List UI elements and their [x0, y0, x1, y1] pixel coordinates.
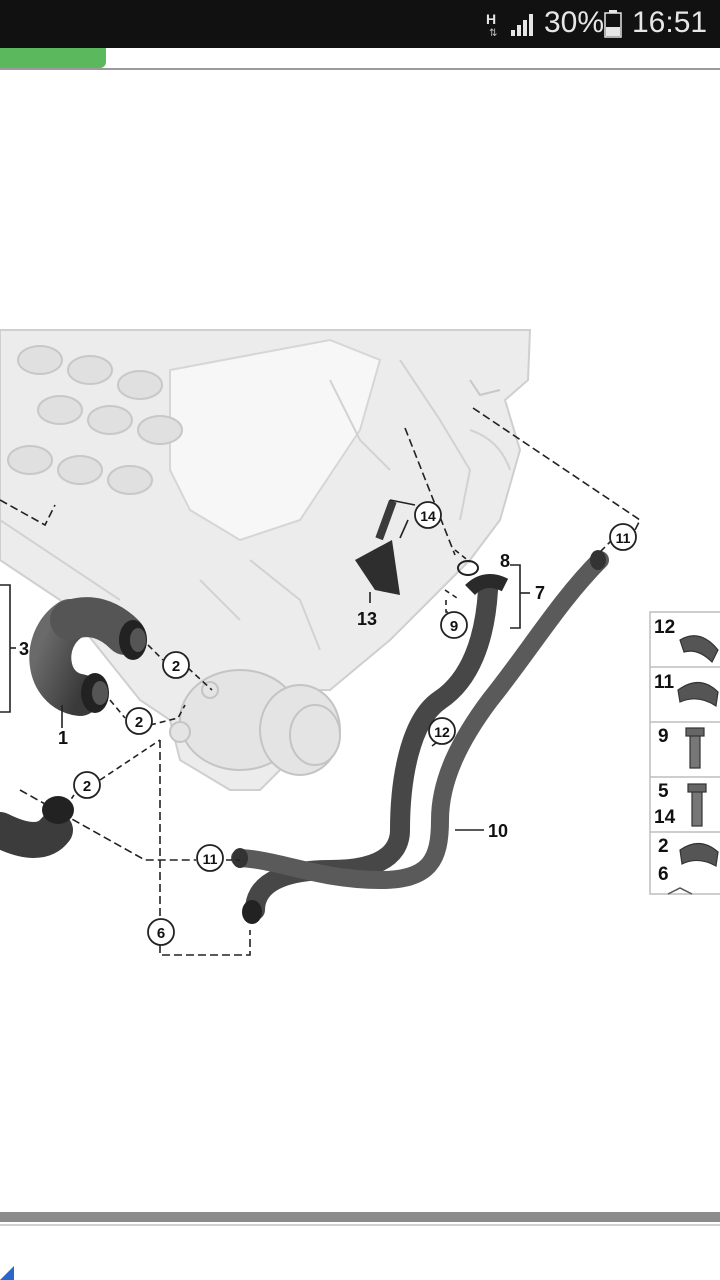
- battery-icon: [604, 10, 622, 38]
- signal-icon: [511, 14, 533, 36]
- hose-clamp-icon: [679, 635, 719, 664]
- callout-2: 2: [83, 778, 91, 795]
- leader-lines: [0, 407, 642, 956]
- callout-8: 8: [500, 551, 510, 571]
- callout-7: 7: [535, 583, 545, 603]
- callout-1: 1: [58, 728, 68, 748]
- battery-percent: 30%: [544, 6, 605, 39]
- legend-item-label: 2: [658, 836, 669, 857]
- hose-part-10: [231, 550, 609, 924]
- engine-block: [0, 329, 532, 791]
- corner-logo-icon: [0, 1266, 14, 1280]
- callout-11: 11: [203, 851, 218, 867]
- callout-2: 2: [172, 658, 180, 675]
- callout-3: 3: [19, 639, 29, 659]
- top-divider: [0, 68, 720, 70]
- hose-clamp-icon: [679, 842, 719, 867]
- callout-13: 13: [357, 609, 377, 629]
- app-tab-indicator[interactable]: [0, 48, 106, 68]
- chevron-up-icon: [667, 887, 693, 895]
- clock-time: 16:51: [632, 6, 708, 39]
- callout-circles: [73, 501, 637, 946]
- sensor-bracket: [355, 499, 400, 595]
- legend-item-label: 5: [658, 781, 669, 802]
- data-arrows-icon: ⇅: [489, 28, 498, 39]
- hose-part-1: [29, 597, 147, 716]
- callout-6: 6: [157, 925, 165, 942]
- callout-9: 9: [450, 618, 458, 635]
- legend-item-label: 6: [658, 864, 669, 885]
- legend-item-label: 14: [654, 807, 676, 828]
- parts-legend: [649, 611, 720, 895]
- callout-10: 10: [488, 821, 508, 841]
- bottom-rule: [0, 1224, 720, 1226]
- callout-14: 14: [420, 508, 436, 524]
- legend-item-label: 11: [654, 672, 675, 693]
- status-bar: H ⇅ 30% 16:51: [0, 0, 720, 48]
- bottom-divider: [0, 1212, 720, 1222]
- lower-left-hose: [0, 796, 74, 858]
- callout-2: 2: [135, 714, 143, 731]
- legend-item-label: 12: [654, 617, 675, 638]
- hose-clamp-icon: [677, 681, 719, 708]
- callout-11: 11: [616, 530, 631, 546]
- legend-item-label: 9: [658, 726, 669, 747]
- parts-diagram: 2 2 2 11 6 9 14 11 12 1 3 13 8 7 10: [0, 329, 720, 956]
- callout-12: 12: [434, 724, 450, 740]
- network-type-label: H: [486, 11, 497, 27]
